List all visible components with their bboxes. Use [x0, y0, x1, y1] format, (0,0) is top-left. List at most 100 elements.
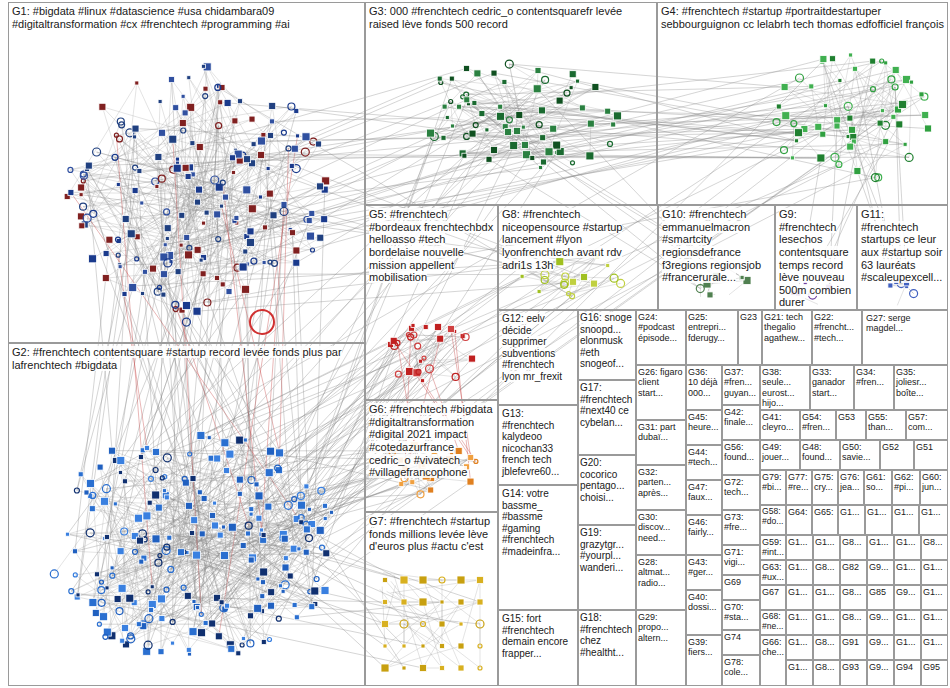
group-label: G38: seule... eurost... hijo...: [762, 367, 795, 408]
vertex-icon: [530, 155, 535, 160]
group-label: G14: votre bassme_ #bassme #gaming #fren…: [502, 488, 560, 557]
group-box: G26: figaro client start...: [636, 365, 686, 420]
group-box: G33: ganador start...: [810, 365, 854, 410]
group-box: G12: eelv décide supprimer subventions #…: [498, 310, 578, 405]
network-line: [135, 536, 162, 599]
network-line: [799, 70, 896, 133]
group-label: G28: altmat... radio...: [638, 557, 670, 588]
vertex-icon: [479, 111, 485, 117]
vertex-icon: [847, 115, 853, 121]
vertex-icon: [458, 599, 464, 605]
vertex-icon: [232, 118, 238, 124]
group-box: G78: cole...: [722, 655, 760, 686]
group-label: G47: faux...: [688, 482, 713, 502]
network-line: [404, 624, 461, 668]
network-line: [423, 624, 480, 668]
network-line: [494, 73, 509, 120]
group-label: G18: #frenchtech chez #healtht...: [580, 612, 632, 658]
vertex-icon: [173, 105, 179, 111]
vertex-icon: [317, 234, 324, 241]
vertex-icon: [888, 283, 893, 288]
vertex-icon: [281, 535, 288, 542]
vertex-dot: [68, 167, 73, 172]
vertex-icon: [85, 162, 92, 169]
vertex-dot: [199, 612, 203, 616]
vertex-icon: [190, 531, 195, 536]
network-line: [279, 148, 288, 470]
vertex-icon: [89, 599, 97, 607]
group-box: G43: #ger...: [686, 555, 722, 590]
vertex-icon: [266, 190, 273, 197]
vertex-icon: [707, 292, 713, 298]
vertex-icon: [136, 622, 141, 627]
vertex-dot: [164, 209, 170, 215]
vertex-icon: [817, 154, 825, 162]
vertex-icon: [293, 259, 300, 266]
vertex-dot: [286, 146, 291, 151]
vertex-icon: [155, 153, 162, 160]
group-label: G15: fort #frenchtech demain encore frap…: [502, 613, 568, 659]
vertex-icon: [159, 129, 166, 136]
vertex-icon: [222, 525, 226, 529]
vertex-icon: [884, 61, 888, 65]
vertex-dot: [86, 529, 94, 537]
vertex-dot: [773, 119, 780, 126]
group-label: G37: #fren... guyan...: [724, 367, 756, 398]
vertex-icon: [238, 99, 243, 104]
vertex-icon: [303, 549, 309, 555]
network-line: [514, 79, 907, 145]
vertex-dot: [116, 253, 120, 257]
vertex-icon: [161, 292, 166, 297]
vertex-icon: [147, 500, 152, 505]
network-line: [909, 82, 911, 157]
network-line: [151, 610, 423, 668]
vertex-icon: [540, 135, 546, 141]
network-line: [175, 305, 248, 526]
vertex-dot: [288, 103, 295, 110]
network-line: [423, 602, 442, 668]
vertex-icon: [219, 600, 224, 605]
vertex-icon: [120, 638, 125, 643]
network-line: [833, 59, 862, 111]
network-line: [87, 169, 245, 440]
network-line: [138, 142, 885, 519]
vertex-icon: [236, 158, 243, 165]
vertex-icon: [84, 490, 89, 495]
vertex-icon: [230, 155, 236, 161]
vertex-icon: [133, 135, 137, 139]
vertex-icon: [815, 123, 822, 130]
vertex-icon: [486, 156, 492, 162]
vertex-dot: [93, 148, 101, 156]
vertex-icon: [459, 622, 463, 626]
vertex-icon: [537, 290, 541, 294]
network-line: [99, 624, 423, 625]
network-line: [125, 452, 156, 628]
network-line: [158, 106, 826, 292]
vertex-icon: [185, 174, 191, 180]
network-line: [102, 325, 414, 582]
network-line: [147, 448, 385, 668]
vertex-icon: [260, 568, 268, 576]
vertex-icon: [419, 576, 427, 584]
vertex-dot: [275, 465, 281, 471]
vertex-icon: [505, 129, 512, 136]
vertex-icon: [141, 292, 145, 296]
vertex-icon: [467, 478, 474, 485]
vertex-icon: [106, 236, 113, 243]
vertex-icon: [105, 586, 109, 590]
vertex-icon: [329, 510, 333, 514]
vertex-icon: [870, 58, 876, 64]
vertex-icon: [210, 513, 216, 519]
network-line: [185, 113, 205, 185]
vertex-icon: [138, 455, 143, 460]
vertex-icon: [243, 438, 247, 442]
vertex-icon: [474, 70, 481, 77]
vertex-icon: [402, 666, 406, 670]
vertex-dot: [280, 207, 288, 215]
vertex-icon: [76, 593, 80, 597]
vertex-icon: [891, 114, 896, 119]
vertex-dot: [247, 640, 254, 647]
network-line: [173, 103, 906, 622]
network-line: [78, 191, 135, 595]
network-line: [71, 263, 296, 592]
